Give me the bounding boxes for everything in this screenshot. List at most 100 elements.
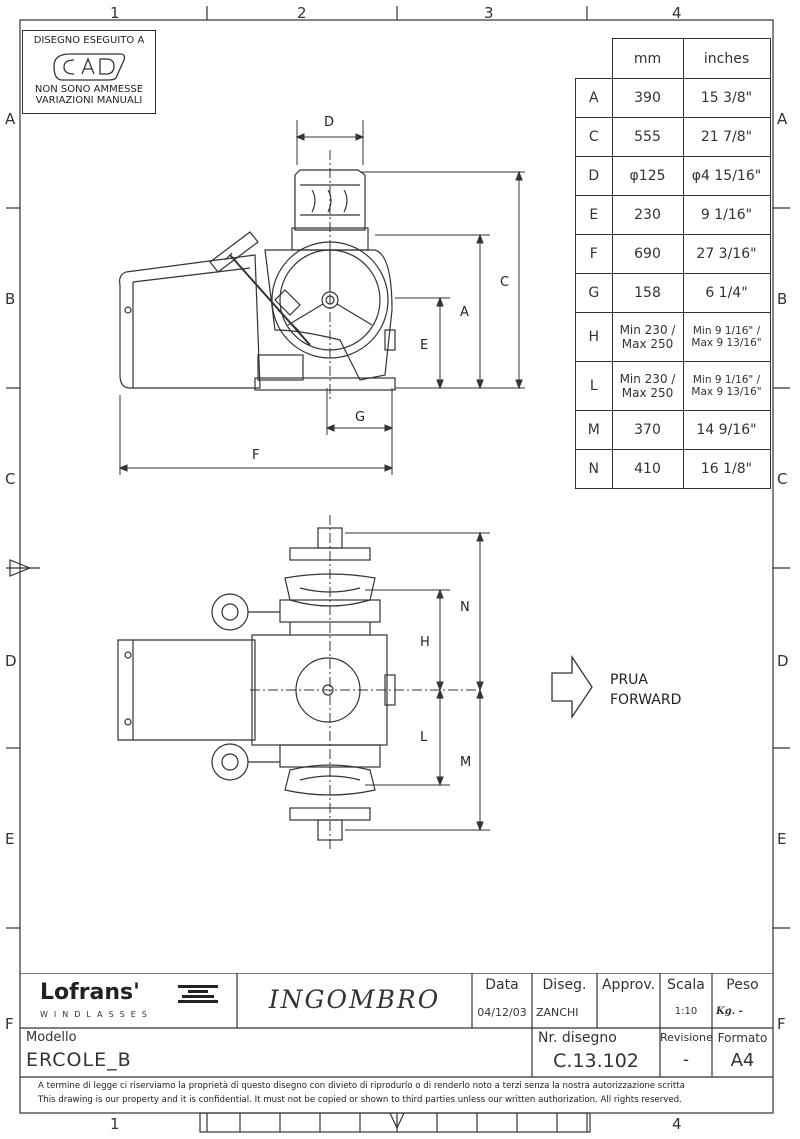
column-label-2: 2 [297,4,307,22]
scala-value: 1:10 [674,1006,698,1017]
table-row: A 390 15 3/8" [575,78,771,118]
row-inches: 9 1/16" [682,195,771,235]
windlass-side-view [118,120,525,475]
dim-label-l: L [420,730,428,745]
dim-label-m: M [460,755,472,770]
table-row: F 690 27 3/16" [575,234,771,274]
column-label-4: 4 [672,4,682,22]
row-key: C [575,117,613,157]
row-inches: 21 7/8" [682,117,771,157]
row-inches: 15 3/8" [682,78,771,118]
row-key: D [575,156,613,196]
dim-label-f: F [252,448,260,463]
column-label-3: 3 [484,4,494,22]
row-label-e-right: E [777,830,787,848]
revisione-label: Revisione [660,1031,713,1044]
row-key: E [575,195,613,235]
nr-disegno-label: Nr. disegno [538,1030,617,1046]
row-label-f-left: F [5,1015,14,1033]
approv-label: Approv. [601,977,655,993]
forward-arrow-icon [551,655,593,720]
row-mm: φ125 [611,156,684,196]
table-row: M 370 14 9/16" [575,410,771,450]
header-mm: mm [611,38,684,79]
legal-notice-en: This drawing is our property and it is c… [38,1095,682,1105]
row-label-c-right: C [777,470,788,488]
diseg-value: ZANCHI [536,1006,579,1019]
peso-value: Kg. - [716,1006,743,1017]
title-block-grid [20,973,773,1078]
column-label-4-bottom: 4 [672,1115,682,1133]
row-inches: 16 1/8" [682,449,771,489]
table-row: C 555 21 7/8" [575,117,771,157]
dim-label-a: A [460,305,469,320]
peso-label: Peso [726,977,759,993]
row-mm: 158 [611,273,684,313]
row-inches: 27 3/16" [682,234,771,274]
row-key: H [575,312,613,362]
cad-notice-line3: VARIAZIONI MANUALI [35,95,143,106]
dim-label-g: G [355,410,366,425]
row-label-f-right: F [777,1015,786,1033]
row-label-d-left: D [5,652,17,670]
table-row: L Min 230 / Max 250 Min 9 1/16" / Max 9 … [575,361,771,411]
brand-subtitle: WINDLASSES [40,1010,153,1019]
row-label-b-left: B [5,290,16,308]
row-mm: 410 [611,449,684,489]
windlass-logo-icon [178,985,218,1003]
row-mm: 390 [611,78,684,118]
row-label-a-left: A [5,110,16,128]
direction-label-forward: FORWARD [610,692,682,708]
formato-value: A4 [730,1050,755,1071]
direction-label-prua: PRUA [610,672,648,688]
diseg-label: Diseg. [542,977,587,993]
row-label-b-right: B [777,290,788,308]
row-mm: Min 230 / Max 250 [611,312,684,362]
modello-label: Modello [26,1030,77,1045]
row-key: N [575,449,613,489]
cad-notice-line2: NON SONO AMMESSE [34,84,144,95]
drawing-title: INGOMBRO [268,985,441,1014]
row-mm: 555 [611,117,684,157]
dim-label-e: E [420,338,429,353]
row-key: F [575,234,613,274]
data-label: Data [485,977,519,993]
row-label-a-right: A [777,110,788,128]
revisione-value: - [682,1050,690,1070]
row-mm: 370 [611,410,684,450]
row-mm: 690 [611,234,684,274]
row-inches: Min 9 1/16" / Max 9 13/16" [682,312,771,362]
row-key: M [575,410,613,450]
row-inches: φ4 15/16" [682,156,771,196]
header-inches: inches [682,38,771,79]
table-row: D φ125 φ4 15/16" [575,156,771,196]
dim-label-n: N [460,600,470,615]
table-row: G 158 6 1/4" [575,273,771,313]
row-mm: Min 230 / Max 250 [611,361,684,411]
cad-notice-box [22,30,156,114]
formato-label: Formato [717,1031,768,1045]
nr-disegno-value: C.13.102 [553,1050,639,1072]
row-label-e-left: E [5,830,15,848]
modello-value: ERCOLE_B [26,1049,132,1071]
column-label-1-bottom: 1 [110,1115,120,1133]
dimensions-table: mm inches A 390 15 3/8" C 555 21 7/8" D … [575,38,771,489]
cad-notice-line1: DISEGNO ESEGUITO A [33,35,145,46]
row-label-c-left: C [5,470,16,488]
brand-logo: Lofrans' [40,980,140,1005]
table-row: H Min 230 / Max 250 Min 9 1/16" / Max 9 … [575,312,771,362]
row-key: G [575,273,613,313]
row-key: L [575,361,613,411]
legal-notice-it: A termine di legge ci riserviamo la prop… [38,1081,685,1091]
table-row: E 230 9 1/16" [575,195,771,235]
row-mm: 230 [611,195,684,235]
row-inches: 6 1/4" [682,273,771,313]
row-inches: 14 9/16" [682,410,771,450]
table-row: N 410 16 1/8" [575,449,771,489]
row-inches: Min 9 1/16" / Max 9 13/16" [682,361,771,411]
scala-label: Scala [667,977,705,993]
row-key: A [575,78,613,118]
dim-label-c: C [500,275,510,290]
dim-label-h: H [420,635,430,650]
